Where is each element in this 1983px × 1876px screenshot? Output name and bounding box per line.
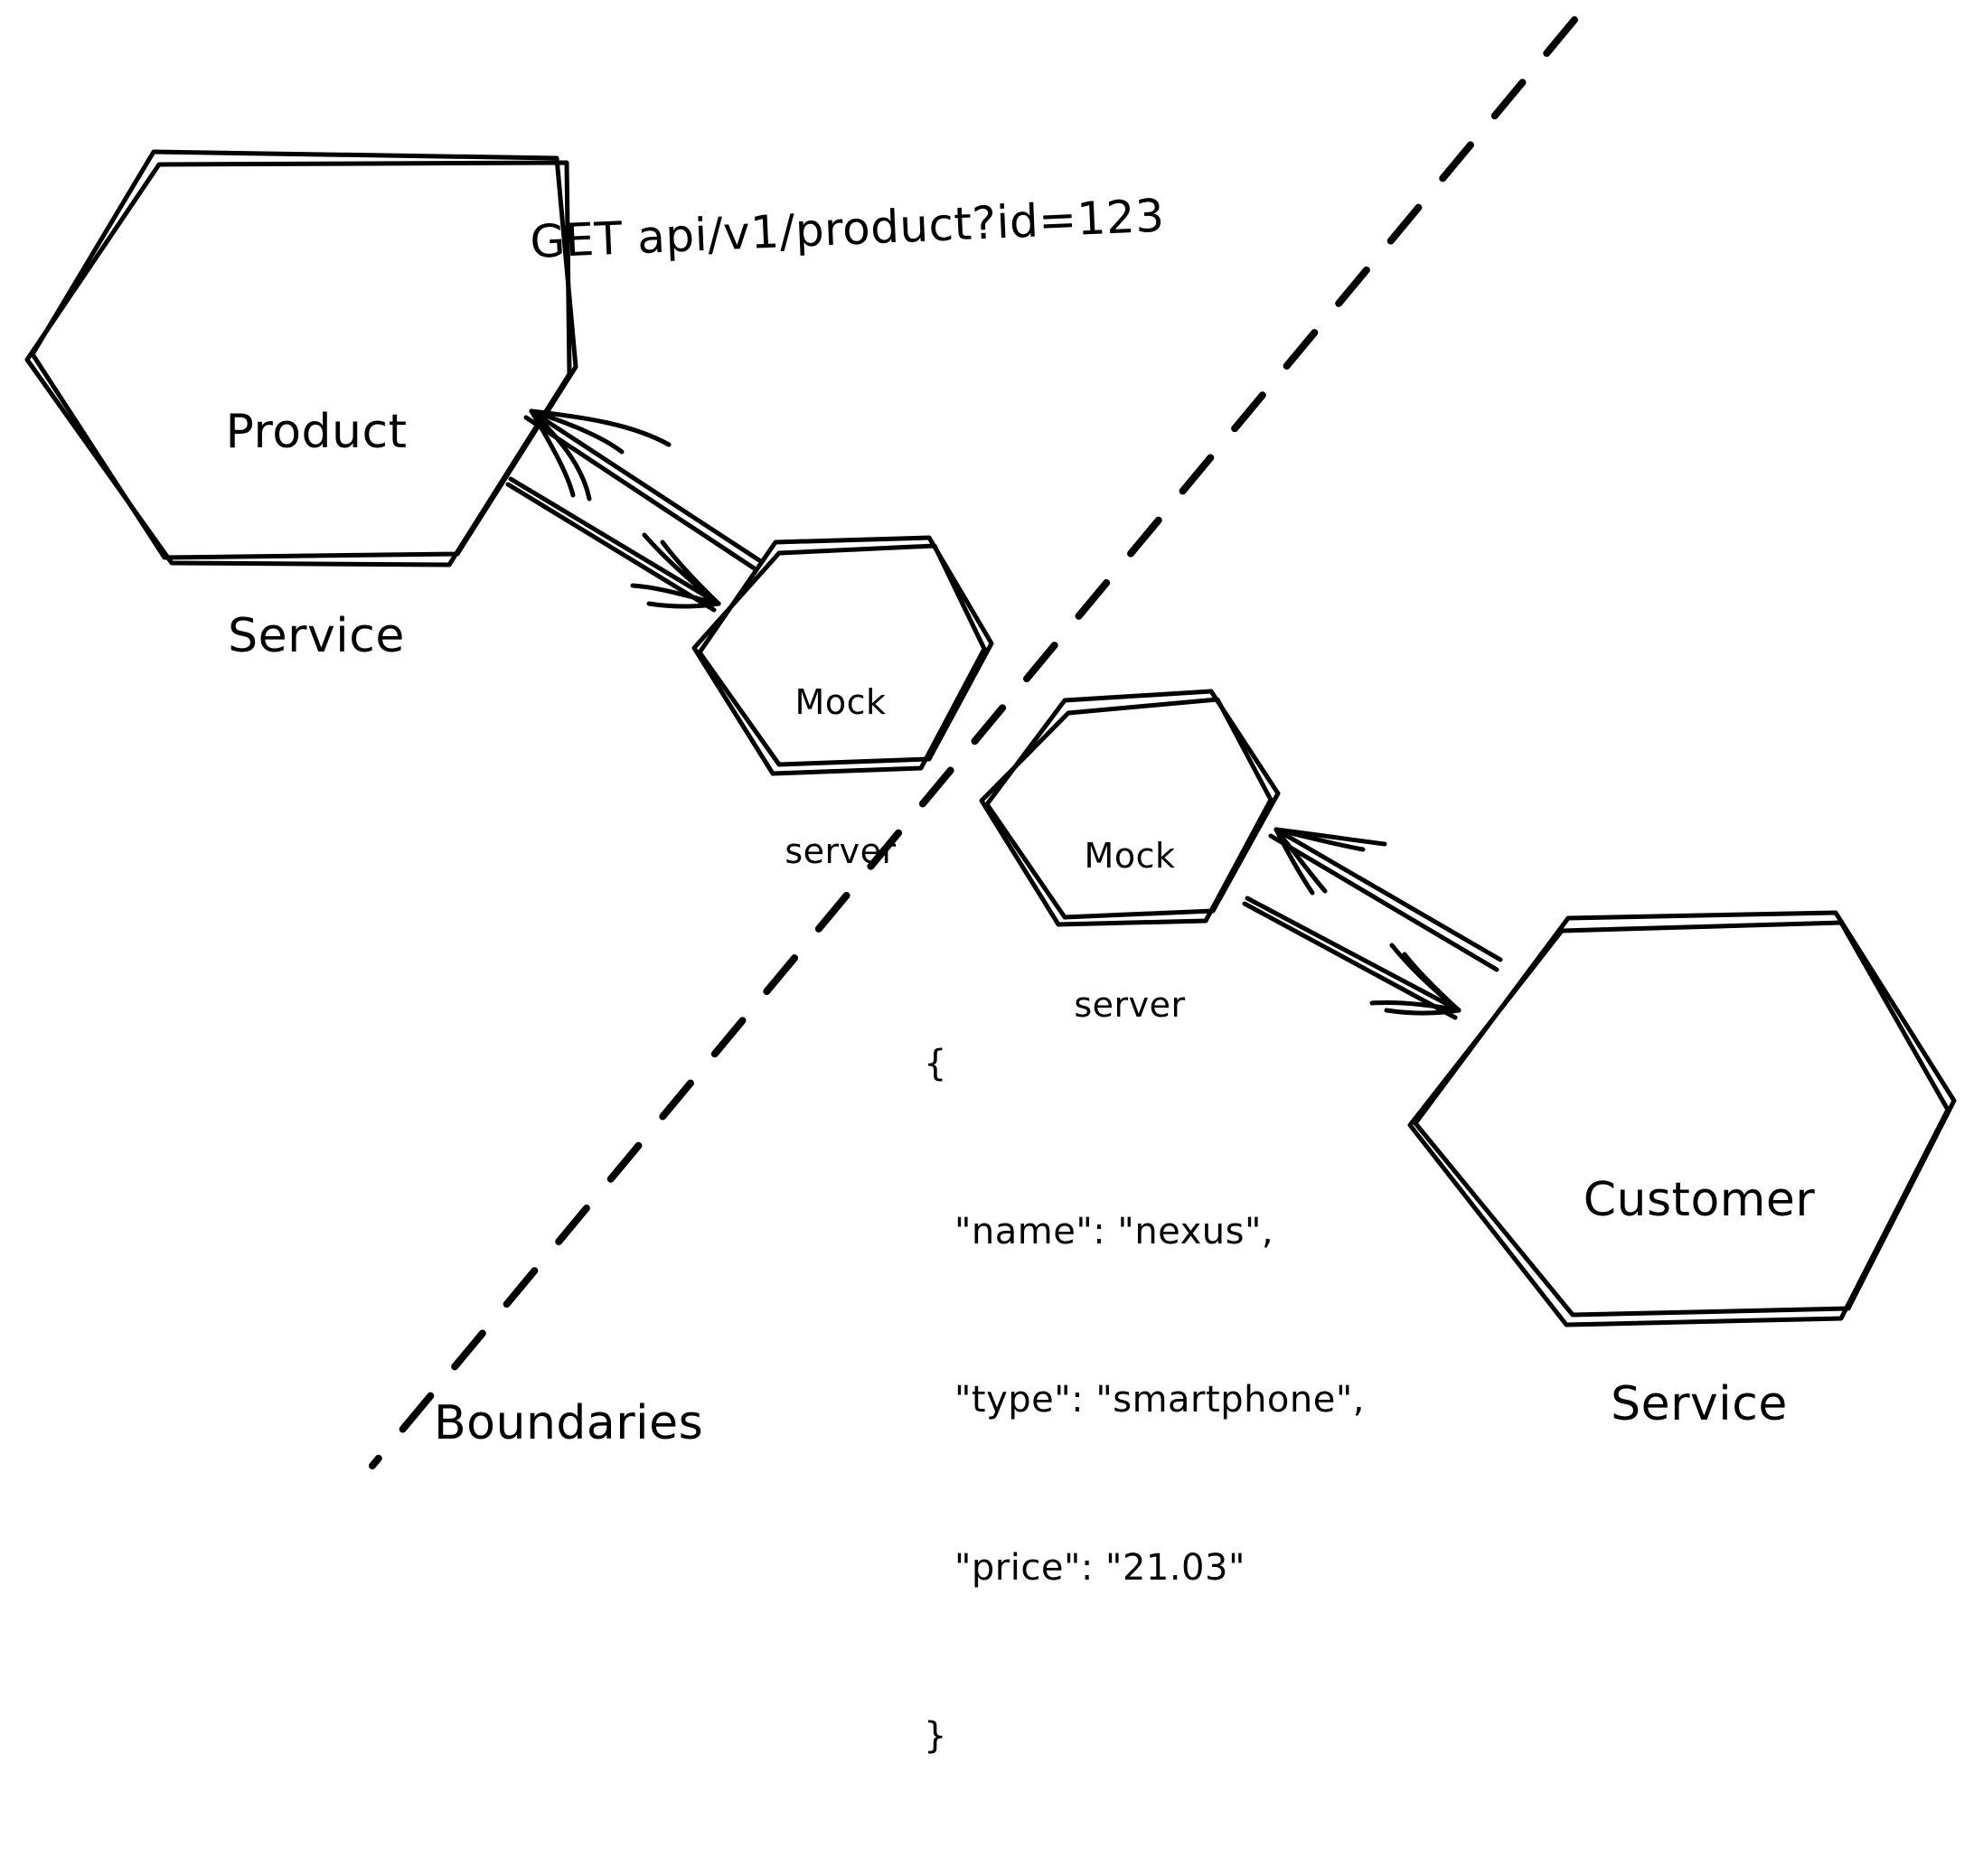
node-label-line-1: Product	[225, 404, 408, 459]
node-label-product-service: Product Service	[127, 262, 506, 807]
hexagon-product-service[interactable]	[24, 149, 578, 567]
diagram-canvas: Product Service Mock server Mock server …	[24, 16, 1957, 1757]
node-label-line-2: Service	[228, 608, 405, 663]
connector-product-to-mock-left[interactable]	[505, 408, 762, 613]
boundaries-label: Boundaries	[434, 1396, 704, 1450]
connector-customer-to-mock-right[interactable]	[1242, 827, 1503, 1020]
node-label-line-1: Mock	[794, 682, 887, 723]
node-label-line-2: server	[785, 831, 897, 872]
hexagon-customer-service[interactable]	[1407, 910, 1957, 1327]
node-label-customer-service: Customer Service	[1509, 1030, 1889, 1575]
json-field-name: "name": "nexus",	[954, 1211, 1274, 1252]
node-label-mock-server-right: Mock server	[1003, 732, 1256, 1130]
json-field-price: "price": "21.03"	[954, 1547, 1245, 1589]
response-json-annotation: { "name": "nexus", "type": "smartphone",…	[924, 924, 1365, 1876]
node-label-line-1: Customer	[1583, 1172, 1816, 1227]
node-label-line-2: server	[1074, 985, 1186, 1026]
hexagon-mock-server-right[interactable]	[979, 689, 1281, 927]
diagram-sketch-layer	[24, 16, 1957, 1469]
node-label-line-2: Service	[1611, 1376, 1788, 1431]
json-close-brace: }	[924, 1715, 947, 1757]
hexagon-mock-server-left[interactable]	[691, 535, 994, 776]
json-field-type: "type": "smartphone",	[954, 1379, 1365, 1421]
boundaries-dashed-line[interactable]	[369, 16, 1578, 1469]
node-label-line-1: Mock	[1084, 836, 1176, 877]
node-label-mock-server-left: Mock server	[714, 578, 967, 977]
json-open-brace: {	[924, 1043, 947, 1084]
